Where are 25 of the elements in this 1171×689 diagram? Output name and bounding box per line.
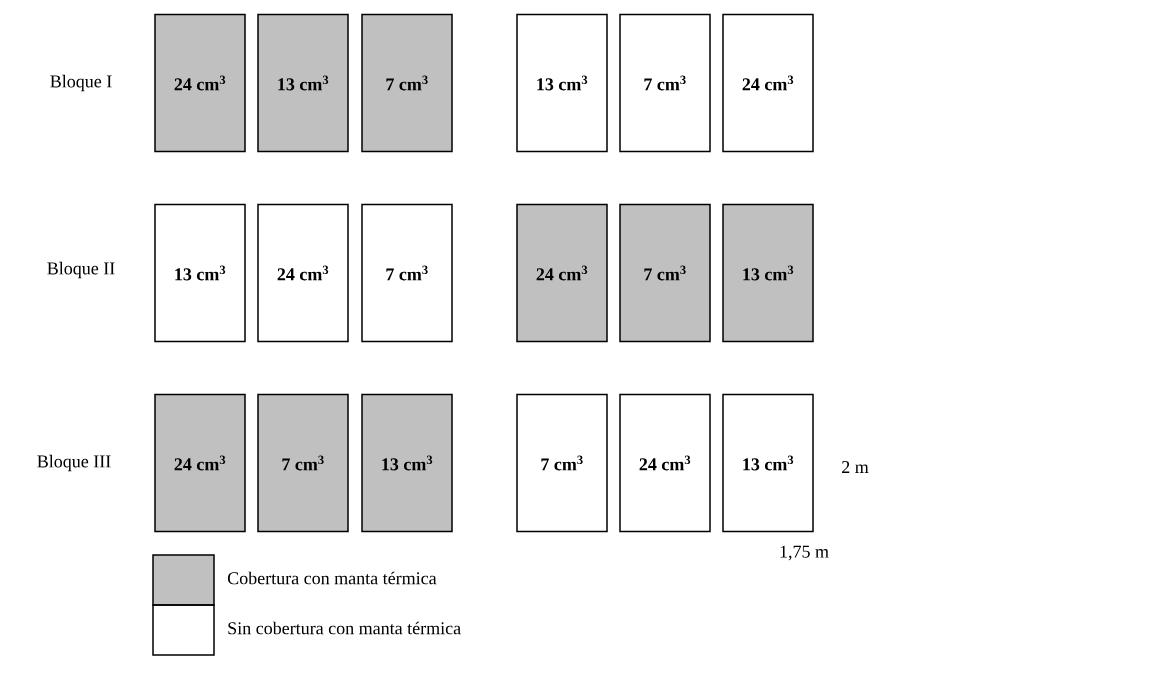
plot-box: 24 cm$^{3}$ [257, 203, 349, 343]
plot-box: 7 cm$^{3}$ [619, 203, 711, 343]
plot-box: 7 cm$^{3}$ [619, 13, 711, 153]
plot-box: 13 cm$^{3}$ [722, 203, 814, 343]
plot-box: 7 cm$^{3}$ [361, 13, 453, 153]
plot-box: 13 cm$^{3}$ [722, 393, 814, 533]
plot-box: 24 cm$^{3}$ [516, 203, 608, 343]
plot-box: 13 cm$^{3}$ [516, 13, 608, 153]
dimension-label: 1,75 m [780, 545, 829, 561]
dimension-label: 2 m [842, 461, 869, 473]
legend-text: Sin cobertura con manta térmica [228, 621, 461, 635]
plot-box: 24 cm$^{3}$ [154, 393, 246, 533]
plot-box: 7 cm$^{3}$ [516, 393, 608, 533]
plot-box: 24 cm$^{3}$ [722, 13, 814, 153]
legend-text: Cobertura con manta térmica [227, 571, 437, 585]
block-label: Bloque II [47, 261, 115, 279]
plot-box: 24 cm$^{3}$ [154, 13, 246, 153]
plot-box: 7 cm$^{3}$ [257, 393, 349, 533]
block-label: Bloque III [37, 454, 111, 472]
plot-box: 7 cm$^{3}$ [361, 203, 453, 343]
plot-box: 24 cm$^{3}$ [619, 393, 711, 533]
block-label: Bloque I [50, 74, 112, 92]
plot-box: 13 cm$^{3}$ [257, 13, 349, 153]
plot-box: 13 cm$^{3}$ [361, 393, 453, 533]
plot-box: 13 cm$^{3}$ [154, 203, 246, 343]
